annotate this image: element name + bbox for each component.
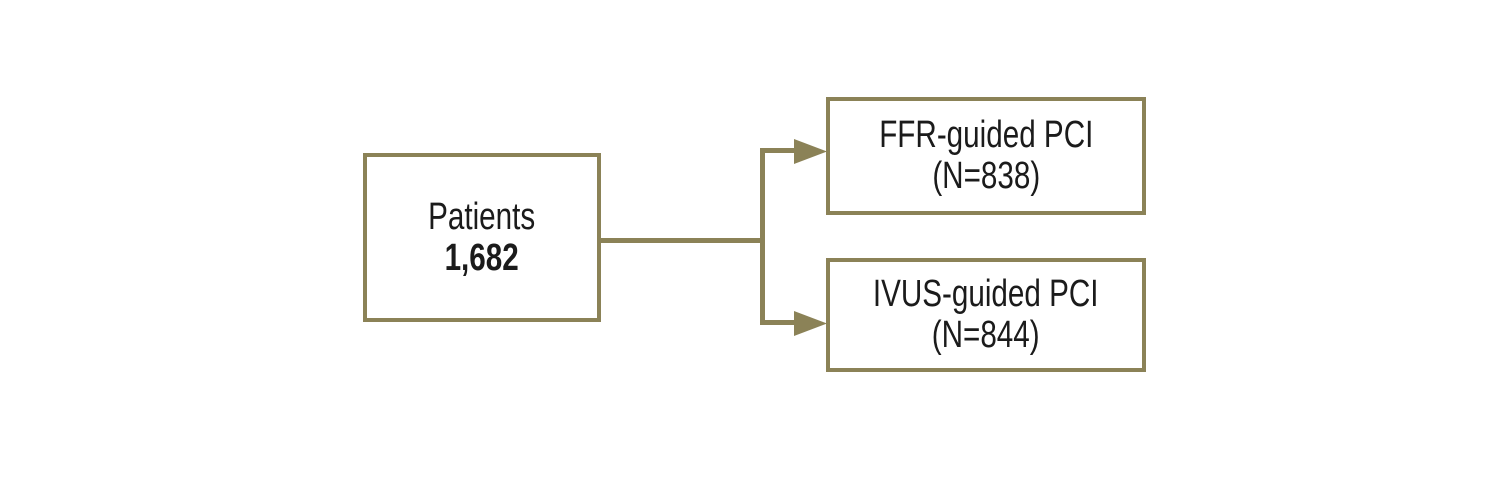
ffr-count: (N=838) xyxy=(932,155,1040,197)
ffr-label: FFR-guided PCI xyxy=(878,114,1094,156)
patients-box-text: Patients 1,682 xyxy=(428,195,536,279)
ivus-count: (N=844) xyxy=(932,314,1040,356)
patients-label: Patients xyxy=(428,195,536,238)
ffr-box-text: FFR-guided PCI (N=838) xyxy=(879,115,1093,197)
ivus-label: IVUS-guided PCI xyxy=(873,273,1099,315)
ivus-guided-pci-box: IVUS-guided PCI (N=844) xyxy=(826,258,1146,372)
connector-branch-top xyxy=(760,148,796,153)
connector-branch-bottom xyxy=(760,320,796,325)
ivus-box-text: IVUS-guided PCI (N=844) xyxy=(873,274,1099,356)
patients-box: Patients 1,682 xyxy=(363,153,601,322)
ffr-guided-pci-box: FFR-guided PCI (N=838) xyxy=(826,97,1146,215)
patients-count: 1,682 xyxy=(444,236,520,279)
connector-branch-vertical xyxy=(760,148,765,325)
connector-main-line xyxy=(599,238,763,243)
arrowhead-ivus-icon xyxy=(794,311,827,336)
arrowhead-ffr-icon xyxy=(794,139,827,164)
